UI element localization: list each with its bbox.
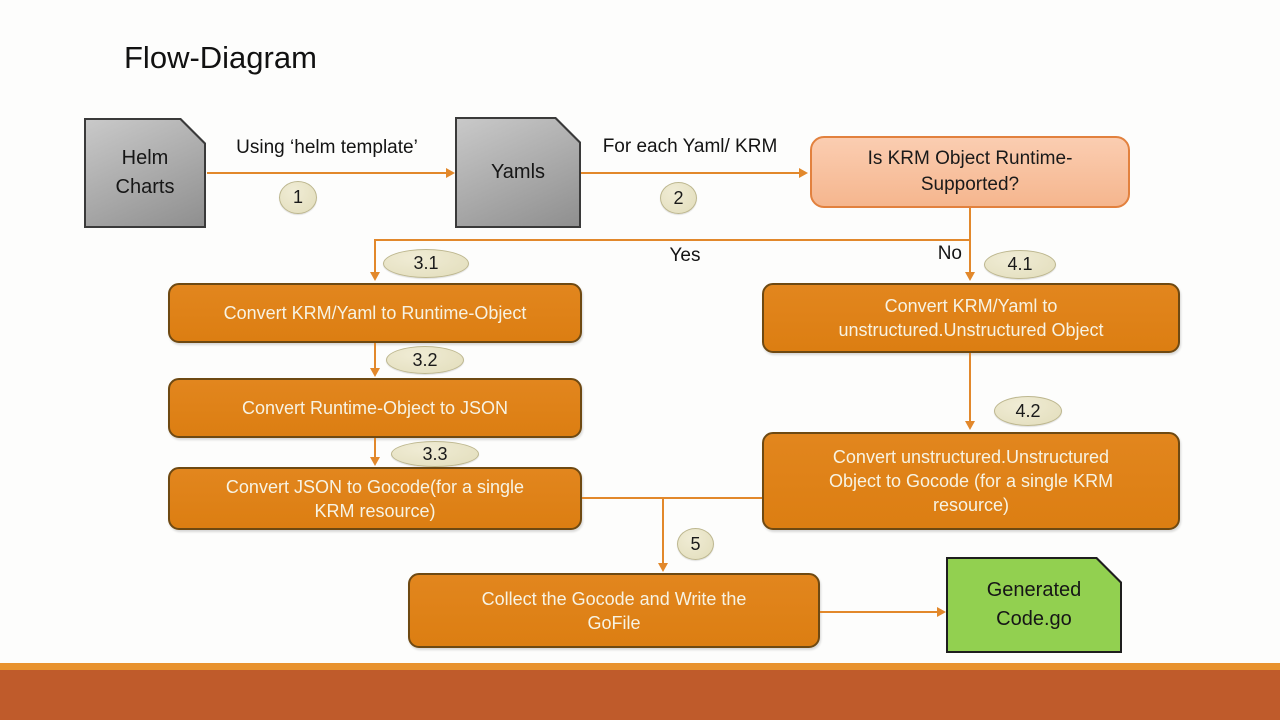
connector-step1-arrowhead-icon	[446, 168, 455, 178]
edge-label-no: No	[937, 243, 962, 264]
connector-output-line	[820, 611, 937, 613]
connector-output-arrowhead-icon	[937, 607, 946, 617]
footer-accent-strip	[0, 663, 1280, 670]
connector-branch-horizontal	[374, 239, 971, 241]
connector-step3-3-line	[374, 438, 376, 459]
connector-step4-2-arrowhead-icon	[965, 421, 975, 430]
connector-step3-2-arrowhead-icon	[370, 368, 380, 377]
node-decision-krm-runtime-supported: Is KRM Object Runtime- Supported?	[810, 136, 1130, 208]
node-collect-gocode-write-gofile: Collect the Gocode and Write the GoFile	[408, 573, 820, 648]
connector-yes-branch-vertical	[374, 239, 376, 274]
node-yamls: Yamls	[455, 117, 581, 228]
node-helm-charts: Helm Charts	[84, 118, 206, 228]
badge-step-3-2: 3.2	[386, 346, 464, 374]
footer-bar	[0, 670, 1280, 720]
node-convert-json-to-gocode: Convert JSON to Gocode(for a single KRM …	[168, 467, 582, 530]
connector-step3-2-line	[374, 343, 376, 369]
connector-yes-branch-arrowhead-icon	[370, 272, 380, 281]
badge-step-5: 5	[677, 528, 714, 560]
connector-step5-line	[662, 497, 664, 565]
node-convert-unstructured-to-gocode: Convert unstructured.Unstructured Object…	[762, 432, 1180, 530]
connector-no-branch-vertical	[969, 208, 971, 274]
connector-step4-2-line	[969, 353, 971, 423]
badge-step-2: 2	[660, 182, 697, 214]
node-yamls-label: Yamls	[457, 119, 579, 226]
connector-step2-line	[581, 172, 799, 174]
edge-label-using-helm-template: Using ‘helm template’	[236, 137, 418, 158]
node-generated-code-go: Generated Code.go	[946, 557, 1122, 653]
node-convert-krm-to-runtime-object: Convert KRM/Yaml to Runtime-Object	[168, 283, 582, 343]
edge-label-for-each-yaml-krm: For each Yaml/ KRM	[602, 136, 778, 157]
connector-step2-arrowhead-icon	[799, 168, 808, 178]
node-helm-charts-label: Helm Charts	[86, 120, 204, 226]
connector-step5-arrowhead-icon	[658, 563, 668, 572]
badge-step-3-3: 3.3	[391, 441, 479, 467]
badge-step-4-1: 4.1	[984, 250, 1056, 279]
connector-step1-line	[207, 172, 446, 174]
node-convert-runtime-object-to-json: Convert Runtime-Object to JSON	[168, 378, 582, 438]
badge-step-4-2: 4.2	[994, 396, 1062, 426]
connector-no-branch-arrowhead-icon	[965, 272, 975, 281]
edge-label-yes: Yes	[669, 245, 701, 266]
node-generated-code-go-label: Generated Code.go	[948, 559, 1120, 651]
connector-merge-horizontal	[582, 497, 762, 499]
node-convert-krm-to-unstructured: Convert KRM/Yaml to unstructured.Unstruc…	[762, 283, 1180, 353]
page-title: Flow-Diagram	[124, 40, 317, 75]
badge-step-3-1: 3.1	[383, 249, 469, 278]
connector-step3-3-arrowhead-icon	[370, 457, 380, 466]
badge-step-1: 1	[279, 181, 317, 214]
